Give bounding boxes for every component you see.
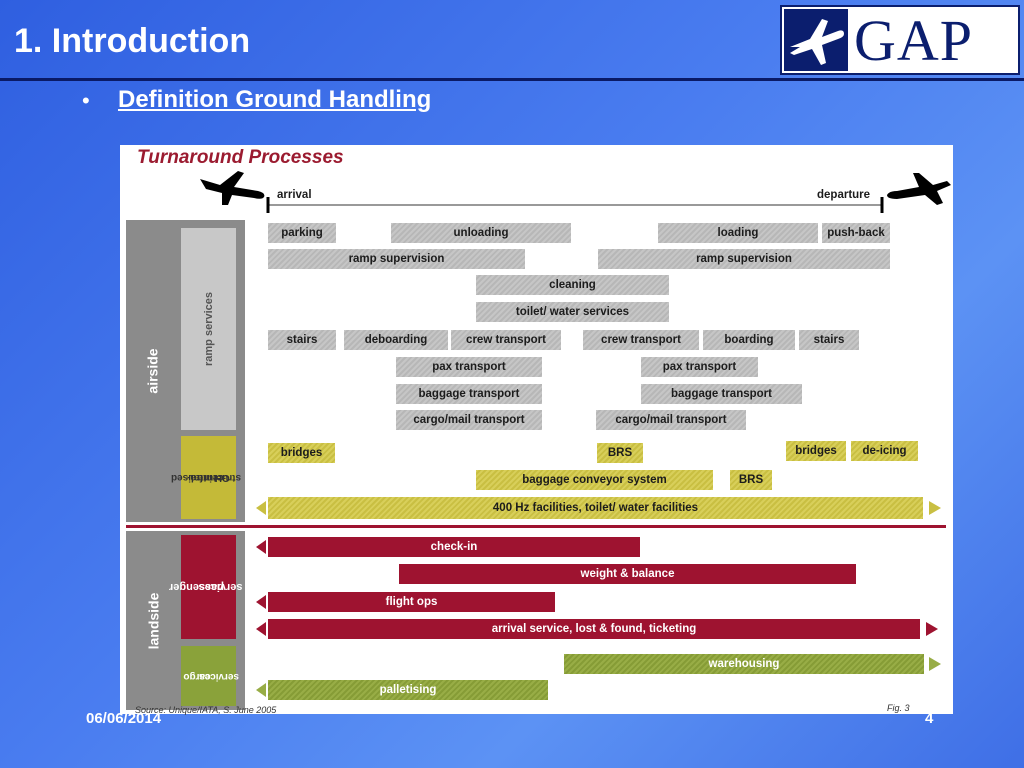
toilet-water-services-bar: toilet/ water services: [476, 302, 669, 322]
parking-bar: parking: [268, 223, 336, 243]
warehousing-right-arrow: [929, 657, 941, 671]
centralised-infra-label: centralised GH infra- structure: [171, 472, 242, 483]
ramp-services-label: ramp services: [202, 292, 215, 366]
ramp-supervision-arrival-bar: ramp supervision: [268, 249, 525, 269]
check-in-left-arrow: [256, 540, 266, 554]
bridges-departure-bar: bridges: [786, 441, 846, 461]
turnaround-diagram: Turnaround Processes arrival departure a…: [120, 145, 953, 714]
cargo-mail-transport-departure-bar: cargo/mail transport: [596, 410, 746, 430]
cleaning-bar: cleaning: [476, 275, 669, 295]
diagram-title: Turnaround Processes: [137, 147, 344, 168]
bridges-arrival-bar: bridges: [268, 443, 335, 463]
arrival-service-bar: arrival service, lost & found, ticketing: [268, 619, 920, 639]
bullet-marker: •: [82, 88, 90, 113]
cargo-mail-transport-arrival-bar: cargo/mail transport: [396, 410, 542, 430]
palletising-left-arrow: [256, 683, 266, 697]
loading-bar: loading: [658, 223, 818, 243]
facilities-left-arrow: [256, 501, 266, 515]
pax-transport-departure-bar: pax transport: [641, 357, 758, 377]
de-icing-bar: de-icing: [851, 441, 918, 461]
passenger-services-box: [181, 535, 236, 639]
arrival-service-left-arrow: [256, 622, 266, 636]
centralised-infra-box: [181, 436, 236, 519]
departure-plane-icon: [887, 173, 951, 205]
footer-date: 06/06/2014: [86, 710, 162, 727]
stairs-arrival-bar: stairs: [268, 330, 336, 350]
baggage-conveyor-bar: baggage conveyor system: [476, 470, 713, 490]
figure-number: Fig. 3: [887, 703, 910, 713]
title-bar: 1. Introduction GAP: [0, 0, 1024, 81]
pax-transport-arrival-bar: pax transport: [396, 357, 542, 377]
stairs-departure-bar: stairs: [799, 330, 859, 350]
logo-text: GAP: [854, 8, 974, 73]
check-in-bar: check-in: [268, 537, 640, 557]
warehousing-bar: warehousing: [564, 654, 924, 674]
deboarding-bar: deboarding: [344, 330, 448, 350]
title-divider: [0, 78, 1024, 81]
flight-ops-bar: flight ops: [268, 592, 555, 612]
push-back-bar: push-back: [822, 223, 890, 243]
unloading-bar: unloading: [391, 223, 571, 243]
crew-transport-arrival-bar: crew transport: [451, 330, 561, 350]
page-title: 1. Introduction: [14, 22, 251, 60]
departure-label: departure: [817, 189, 871, 201]
arrival-plane-icon: [200, 171, 265, 205]
baggage-transport-arrival-bar: baggage transport: [396, 384, 542, 404]
airside-landside-divider: [126, 525, 946, 528]
timeline: [266, 197, 884, 213]
landside-label: landside: [145, 592, 162, 649]
facilities-bar: 400 Hz facilities, toilet/ water facilit…: [268, 497, 923, 519]
facilities-right-arrow: [929, 501, 941, 515]
brs-bar-1: BRS: [597, 443, 643, 463]
weight-balance-bar: weight & balance: [399, 564, 856, 584]
brs-bar-2: BRS: [730, 470, 772, 490]
palletising-bar: palletising: [268, 680, 548, 700]
crew-transport-departure-bar: crew transport: [583, 330, 699, 350]
source-note: Source: Unique/IATA, S. June 2005: [135, 705, 277, 715]
arrival-service-right-arrow: [926, 622, 938, 636]
ramp-supervision-departure-bar: ramp supervision: [598, 249, 890, 269]
airplane-icon: [784, 9, 848, 71]
ramp-services-box: [181, 228, 236, 430]
baggage-transport-departure-bar: baggage transport: [641, 384, 802, 404]
gap-logo: GAP: [780, 5, 1020, 75]
page-number: 4: [925, 710, 934, 727]
flight-ops-left-arrow: [256, 595, 266, 609]
boarding-bar: boarding: [703, 330, 795, 350]
cargo-services-box: [181, 646, 236, 706]
arrival-label: arrival: [277, 189, 312, 201]
bullet-text: Definition Ground Handling: [118, 86, 432, 113]
